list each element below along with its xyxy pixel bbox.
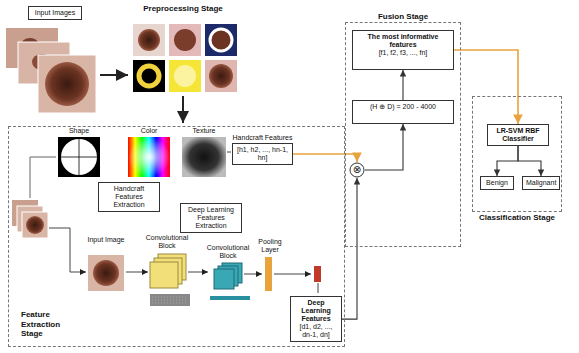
formula-box: (H ⊕ D) = 200 - 4000 [352, 100, 454, 124]
flow-arrow [100, 74, 128, 76]
convolutional-block [210, 263, 250, 300]
feature-strip [210, 296, 250, 300]
feature-label: Color [129, 127, 169, 135]
feature-box: Deep Learning Features[d1, d2, ..., dn-1… [290, 296, 342, 342]
node-text: Handcraft Features [233, 134, 293, 142]
connector-arrow [518, 146, 541, 176]
node-text: Classification Stage [479, 213, 555, 222]
process-box: Deep Learning Features Extraction [180, 203, 242, 233]
noise-map [150, 294, 190, 306]
operator-circle [350, 163, 364, 177]
tile [205, 24, 237, 56]
classifier-box: LR-SVM RBF Classifier [487, 124, 549, 146]
node-formula: [d1, d2, ..., dn-1, dn] [294, 323, 338, 339]
flow-arrow [49, 228, 86, 272]
flow-arrow [274, 274, 311, 275]
wire [30, 157, 56, 198]
node-text: Deep Learning Features [294, 299, 338, 323]
noise-image [150, 294, 190, 306]
node-text: Handcraft Features Extraction [102, 185, 156, 209]
mask [139, 66, 159, 86]
tile [169, 24, 201, 56]
node-text: Malignant [526, 179, 556, 187]
stage-region: Fusion StageThe most informative feature… [345, 22, 461, 247]
skin-images [6, 28, 96, 113]
feature-box: Handcraft Features[h1, h2, ..., hn-1, hn… [232, 143, 293, 165]
layer-label: Convolutional Block [205, 244, 251, 260]
flow-arrow [126, 272, 148, 273]
stage-heading: Preprocessing Stage [128, 4, 238, 13]
feature-box: The most informative features[f1, f2, f3… [352, 30, 454, 70]
shape-image [58, 137, 100, 177]
feature-label: Shape [59, 127, 99, 135]
lesion [93, 260, 119, 286]
connector-arrow [293, 154, 357, 162]
mask [210, 29, 232, 51]
pooling-layer [265, 257, 272, 291]
preprocessed-images [133, 24, 237, 92]
lesion [26, 216, 44, 234]
node-text: LR-SVM RBF Classifier [491, 127, 545, 143]
color-tile [128, 137, 170, 177]
lesion [174, 29, 196, 51]
fusion-operator: ⊗ [349, 162, 365, 178]
flow-arrow [182, 96, 184, 123]
mask [174, 65, 196, 87]
lesion [45, 62, 89, 106]
connector-arrow [497, 146, 518, 176]
convolutional-block [150, 254, 186, 288]
texture-image [182, 137, 226, 177]
node-text: ⊗ [349, 162, 365, 178]
feature-map [150, 262, 178, 288]
layer-label: Input Image [86, 236, 126, 244]
node-text: The most informative features [356, 33, 450, 49]
process-box: Handcraft Features Extraction [98, 182, 160, 212]
stage-region: Classification StageLR-SVM RBF Classifie… [472, 96, 562, 212]
node-text: Benign [484, 179, 510, 187]
tile [205, 60, 237, 92]
connector-arrow [402, 70, 403, 100]
axis [61, 157, 97, 158]
shape-mask [61, 139, 97, 175]
node-formula: [h1, h2, ..., hn-1, hn] [236, 146, 289, 162]
noise-texture [152, 297, 188, 303]
connector-arrow [454, 50, 518, 124]
lesion [138, 29, 160, 51]
skin-photo [22, 212, 48, 238]
shape-tile [58, 137, 100, 177]
tile [133, 60, 165, 92]
node-text: Feature Extraction Stage [21, 310, 83, 338]
input-box: Input Images [28, 6, 82, 20]
connector-arrow [365, 124, 403, 170]
tile [133, 24, 165, 56]
class-box: Benign [480, 176, 514, 190]
feature-map [214, 269, 234, 289]
layer-label: Pooling Layer [253, 238, 287, 254]
wire [318, 283, 319, 293]
wire [227, 152, 231, 153]
tile [169, 60, 201, 92]
skin-photo [38, 55, 96, 113]
node-text: Input Images [32, 9, 78, 17]
input-image [88, 255, 124, 291]
node-text: Deep Learning Features Extraction [184, 206, 238, 230]
class-box: Malignant [522, 176, 560, 190]
color-image [128, 137, 170, 177]
flow-arrow [244, 274, 262, 275]
skin-images-small [12, 200, 48, 238]
flow-arrow [188, 272, 208, 273]
feature-vector [314, 266, 321, 282]
lesion [209, 64, 233, 88]
color-glow [128, 137, 170, 177]
node-text: (H ⊕ D) = 200 - 4000 [356, 103, 450, 111]
node-text: Fusion Stage [378, 12, 428, 21]
feature-label: Texture [184, 127, 224, 135]
node-formula: [f1, f2, f3, ..., fn] [356, 49, 450, 57]
layer-label: Convolutional Block [144, 234, 190, 250]
